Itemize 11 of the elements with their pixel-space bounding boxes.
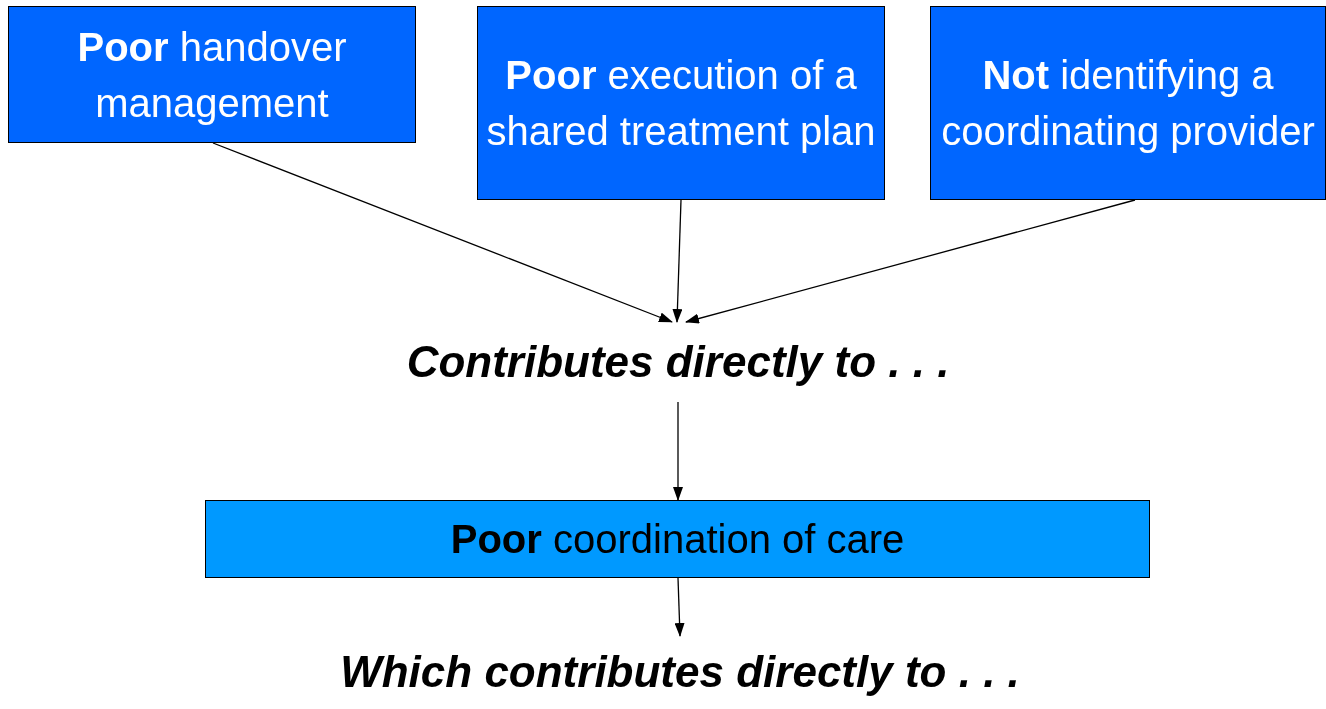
cause-box: Not identifying a coordinating provider [930, 6, 1326, 200]
arrow [672, 199, 683, 323]
outcome-box: Poor coordination of care [205, 500, 1150, 578]
cause-box: Poor execution of a shared treatment plan [477, 6, 885, 200]
arrow [212, 142, 673, 323]
arrow [685, 199, 1136, 324]
flow-text: Which contributes directly to . . . [230, 636, 1130, 708]
cause-box: Poor handover management [8, 6, 416, 143]
flow-text: Contributes directly to . . . [328, 322, 1028, 402]
arrow [674, 577, 685, 637]
arrow [673, 401, 683, 501]
